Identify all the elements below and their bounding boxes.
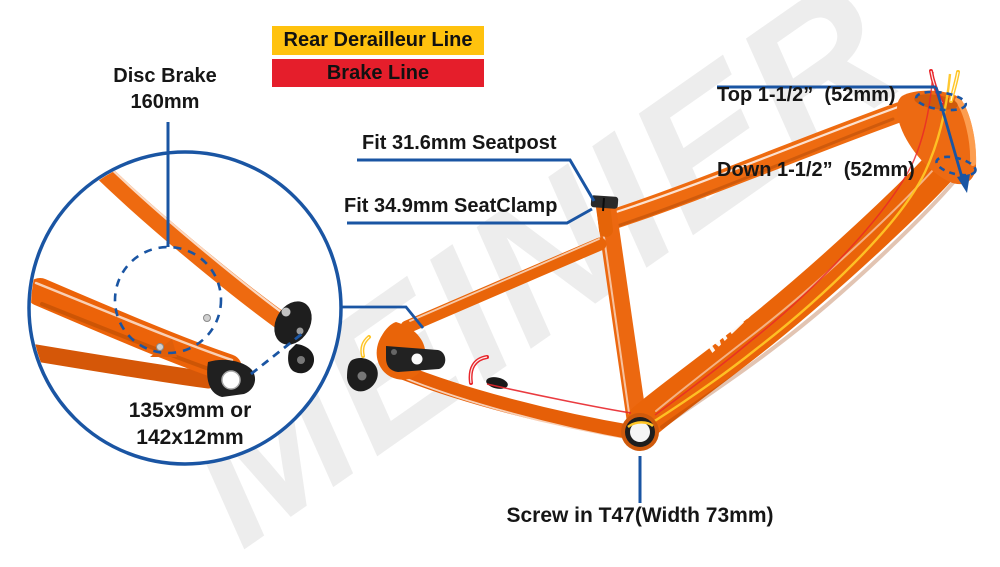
- cable-grommet: [486, 377, 508, 389]
- legend-rear-derailleur-line: Rear Derailleur Line: [272, 26, 484, 55]
- brake-cable-stub: [468, 355, 489, 385]
- legend-brake-line: Brake Line: [272, 59, 484, 87]
- head-tube-bottom-dashed-ellipse: [935, 155, 977, 177]
- head-tube-size-label: Top 1-1/2” (52mm) Down 1-1/2” (52mm): [717, 84, 915, 181]
- chain-stay: [390, 362, 642, 441]
- cable-color-legend: Rear Derailleur Line Brake Line: [272, 26, 484, 87]
- head-tube-top-dashed-ellipse: [914, 90, 968, 112]
- magnified-far-chainstay: [31, 343, 217, 389]
- magnified-chain-stay: [31, 278, 242, 382]
- dashed-pointer-line: [250, 331, 304, 376]
- rear-dropout: [347, 322, 446, 392]
- rear-axle-label: 135x9mm or 142x12mm: [128, 399, 252, 449]
- disc-brake-label: Disc Brake 160mm: [113, 65, 217, 113]
- bottom-bracket-label: Screw in T47(Width 73mm): [506, 504, 774, 527]
- leader-lines: [166, 85, 965, 503]
- bottom-bracket-shell: [621, 413, 659, 451]
- top-tube: [598, 102, 910, 231]
- seat-tube: [596, 197, 647, 432]
- leader-seatclamp: [347, 207, 593, 225]
- leader-seatpost: [357, 158, 596, 202]
- seatclamp-label: Fit 34.9mm SeatClamp: [344, 195, 558, 217]
- seatpost-label: Fit 31.6mm Seatpost: [362, 132, 557, 154]
- dashed-detail-circle: [113, 245, 223, 355]
- brake-cable-internal: [654, 71, 934, 416]
- seatpost: [590, 195, 619, 237]
- seat-stay: [400, 237, 607, 334]
- magnifier-detail-circle: [27, 150, 343, 466]
- rear-derailleur-cable-internal: [649, 73, 952, 426]
- steerer-axis-arrowhead: [957, 174, 970, 193]
- magnified-seat-stay: [87, 156, 297, 335]
- leader-circle-to-dropout: [341, 305, 425, 329]
- steerer-axis-line: [934, 86, 965, 182]
